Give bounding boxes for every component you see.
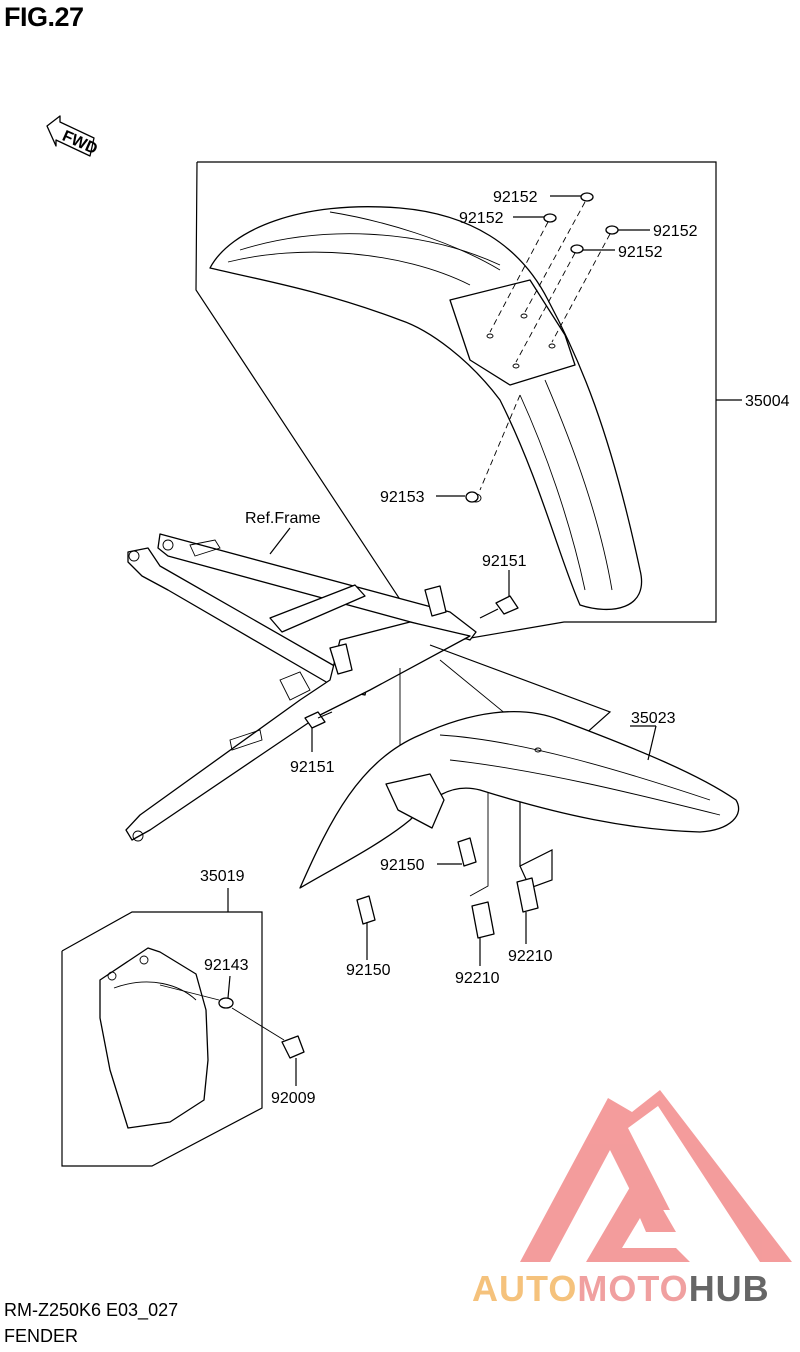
clip-nut-92210-set bbox=[471, 877, 539, 939]
washer-92152-set bbox=[543, 192, 619, 254]
callout-92143: 92143 bbox=[204, 957, 249, 974]
watermark-logo-icon bbox=[520, 1090, 792, 1262]
figure-title: FIG.27 bbox=[4, 2, 84, 32]
watermark-auto: AUTO bbox=[472, 1268, 578, 1309]
rear-fender-35023 bbox=[299, 711, 740, 889]
callout-35004: 35004 bbox=[745, 393, 790, 410]
callout-92150-a: 92150 bbox=[380, 857, 425, 874]
callout-92150-b: 92150 bbox=[346, 962, 391, 979]
callout-92152-c: 92152 bbox=[653, 223, 698, 240]
callout-92009: 92009 bbox=[271, 1090, 316, 1107]
front-fender-group-box bbox=[195, 161, 717, 646]
watermark-text: AUTOMOTOHUB bbox=[472, 1268, 770, 1310]
callout-92151-b: 92151 bbox=[290, 759, 335, 776]
model-code: RM-Z250K6 E03_027 bbox=[4, 1300, 179, 1320]
callout-35023: 35023 bbox=[631, 710, 676, 727]
screw-92009 bbox=[281, 1035, 305, 1059]
callout-92152-b: 92152 bbox=[459, 210, 504, 227]
callout-92210-b: 92210 bbox=[508, 948, 553, 965]
mud-flap-group-box bbox=[61, 911, 263, 1167]
callout-92153: 92153 bbox=[380, 489, 425, 506]
callout-35019: 35019 bbox=[200, 868, 245, 885]
bolt-92151-set bbox=[304, 595, 519, 729]
washer-92143 bbox=[218, 997, 234, 1009]
callout-92151-a: 92151 bbox=[482, 553, 527, 570]
callout-92152-a: 92152 bbox=[493, 189, 538, 206]
reference-frame bbox=[125, 533, 477, 842]
front-fender-35004 bbox=[209, 206, 643, 611]
screw-92153 bbox=[465, 491, 479, 503]
bolt-92150-set bbox=[356, 837, 477, 925]
watermark-moto: MOTO bbox=[577, 1268, 689, 1309]
fwd-arrow-icon: FWD bbox=[46, 115, 100, 158]
callout-92210-a: 92210 bbox=[455, 970, 500, 987]
mud-flap-35019 bbox=[99, 947, 209, 1129]
callout-92152-d: 92152 bbox=[618, 244, 663, 261]
callout-ref-frame: Ref.Frame bbox=[245, 510, 321, 527]
section-name: FENDER bbox=[4, 1326, 79, 1346]
watermark-hub: HUB bbox=[688, 1268, 770, 1309]
